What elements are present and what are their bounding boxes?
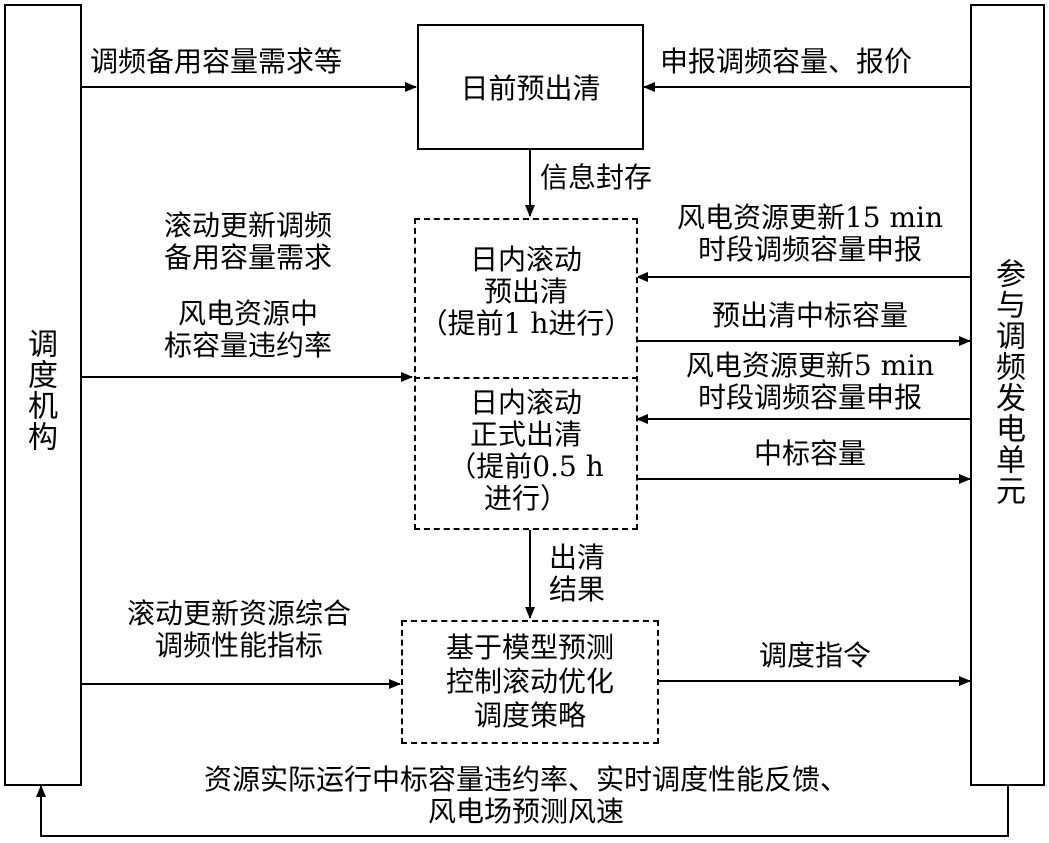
units-box <box>970 4 1045 786</box>
units-label: 参与调频发电单元 <box>990 258 1025 506</box>
label-cmd: 调度指令 <box>758 639 871 672</box>
label-seal: 信息封存 <box>540 161 653 194</box>
intraday-formal-line3: （提前0.5 h <box>448 450 604 483</box>
day-ahead-box: 日前预出清 <box>417 24 644 150</box>
label-result: 出清 结果 <box>549 542 605 606</box>
label-win: 中标容量 <box>753 437 866 470</box>
arrow-feedback <box>36 785 1009 837</box>
label-perf: 滚动更新资源综合 调频性能指标 <box>94 598 384 662</box>
label-demand: 调频备用容量需求等 <box>90 45 343 78</box>
label-update15-2: 时段调频容量申报 <box>697 233 922 266</box>
mpc-line2: 控制滚动优化 <box>445 665 614 698</box>
mpc-box: 基于模型预测 控制滚动优化 调度策略 <box>401 620 659 744</box>
label-result-2: 结果 <box>549 573 606 606</box>
label-feedback-2: 风电场预测风速 <box>427 795 624 828</box>
mpc-line1: 基于模型预测 <box>445 631 614 664</box>
label-update15-1: 风电资源更新15 min <box>676 201 944 234</box>
label-violation-2: 标容量违约率 <box>163 329 332 362</box>
label-rolling-demand: 滚动更新调频 备用容量需求 <box>128 210 368 274</box>
intraday-formal-text: 日内滚动 正式出清 （提前0.5 h 进行） <box>414 387 638 515</box>
intraday-pre-line1: 日内滚动 <box>469 243 582 276</box>
dispatcher-label: 调度机构 <box>22 328 57 452</box>
label-update5: 风电资源更新5 min 时段调频容量申报 <box>650 350 970 414</box>
label-pre-win: 预出清中标容量 <box>711 299 908 332</box>
label-result-1: 出清 <box>549 541 606 574</box>
label-rolling-demand-1: 滚动更新调频 <box>163 209 332 242</box>
label-perf-1: 滚动更新资源综合 <box>126 597 351 630</box>
label-update15: 风电资源更新15 min 时段调频容量申报 <box>650 202 970 266</box>
intraday-divider <box>414 377 638 379</box>
intraday-formal-line4: 进行） <box>483 482 568 515</box>
intraday-box <box>414 218 638 530</box>
label-violation-1: 风电资源中 <box>177 297 318 330</box>
label-violation: 风电资源中 标容量违约率 <box>128 298 368 362</box>
label-perf-2: 调频性能指标 <box>154 629 323 662</box>
label-feedback: 资源实际运行中标容量违约率、实时调度性能反馈、 风电场预测风速 <box>82 764 970 828</box>
day-ahead-label: 日前预出清 <box>460 72 601 105</box>
dispatcher-box <box>4 4 82 786</box>
mpc-line3: 调度策略 <box>473 699 586 732</box>
intraday-formal-line1: 日内滚动 <box>469 386 582 419</box>
label-rolling-demand-2: 备用容量需求 <box>163 241 332 274</box>
label-feedback-1: 资源实际运行中标容量违约率、实时调度性能反馈、 <box>203 763 848 796</box>
label-update5-1: 风电资源更新5 min <box>685 349 935 382</box>
intraday-pre-line3: （提前1 h进行） <box>419 307 633 340</box>
label-update5-2: 时段调频容量申报 <box>697 381 922 414</box>
label-bid: 申报调频容量、报价 <box>660 45 913 78</box>
intraday-pre-line2: 预出清 <box>483 275 568 308</box>
intraday-pre-text: 日内滚动 预出清 （提前1 h进行） <box>414 244 638 340</box>
intraday-formal-line2: 正式出清 <box>469 418 582 451</box>
